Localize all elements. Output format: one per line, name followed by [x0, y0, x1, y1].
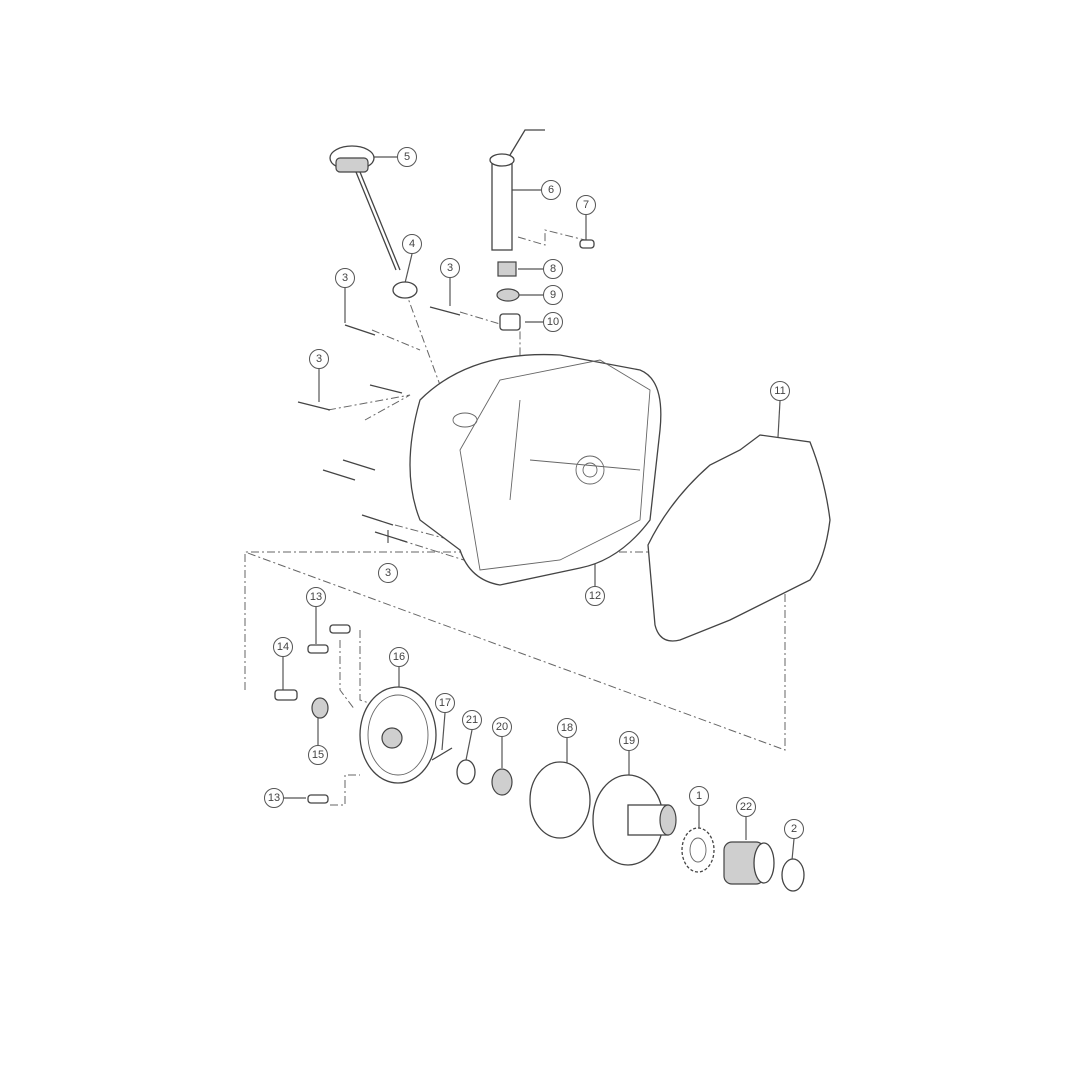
callout-20: 20 — [492, 717, 512, 737]
callout-8: 8 — [543, 259, 563, 279]
callout-13a: 13 — [306, 587, 326, 607]
part-2-washer — [781, 858, 805, 892]
part-1-gear — [681, 827, 715, 873]
part-18-gasket — [529, 761, 591, 839]
callout-18: 18 — [557, 718, 577, 738]
callout-1: 1 — [689, 786, 709, 806]
part-22-gear — [723, 841, 775, 885]
callout-6: 6 — [541, 180, 561, 200]
callout-10: 10 — [543, 312, 563, 332]
part-19-pump-body — [592, 774, 677, 866]
part-8-spring — [497, 261, 517, 277]
callout-12: 12 — [585, 586, 605, 606]
part-20-rotor — [491, 768, 513, 796]
part-13-screw-c — [307, 794, 329, 804]
part-10-bushing — [499, 313, 521, 331]
part-5-filler-cap — [329, 145, 401, 271]
callout-3a: 3 — [335, 268, 355, 288]
part-11-gasket — [647, 434, 831, 642]
part-9-oil-seal — [496, 288, 520, 302]
callout-16: 16 — [389, 647, 409, 667]
callout-2: 2 — [784, 819, 804, 839]
callout-22: 22 — [736, 797, 756, 817]
part-4-o-ring — [392, 281, 418, 299]
callout-3b: 3 — [440, 258, 460, 278]
callout-17: 17 — [435, 693, 455, 713]
part-17-clip — [431, 747, 453, 761]
callout-15: 15 — [308, 745, 328, 765]
part-3-bolts — [297, 306, 461, 543]
part-16-pump-cover — [359, 686, 437, 784]
part-12-clutch-cover — [409, 353, 662, 586]
part-13-screw-a — [307, 644, 329, 654]
callout-7: 7 — [576, 195, 596, 215]
callout-5: 5 — [397, 147, 417, 167]
callout-11: 11 — [770, 381, 790, 401]
callout-3d: 3 — [378, 563, 398, 583]
part-6-shaft — [489, 129, 545, 251]
part-14-pin — [274, 689, 298, 701]
part-7-pin — [579, 239, 595, 249]
callout-9: 9 — [543, 285, 563, 305]
callout-13b: 13 — [264, 788, 284, 808]
callout-14: 14 — [273, 637, 293, 657]
callout-19: 19 — [619, 731, 639, 751]
callout-3c: 3 — [309, 349, 329, 369]
callout-4: 4 — [402, 234, 422, 254]
part-15-oil-seal — [311, 697, 329, 719]
callout-21: 21 — [462, 710, 482, 730]
part-13-screw-b — [329, 624, 351, 634]
part-21-washer — [456, 759, 476, 785]
